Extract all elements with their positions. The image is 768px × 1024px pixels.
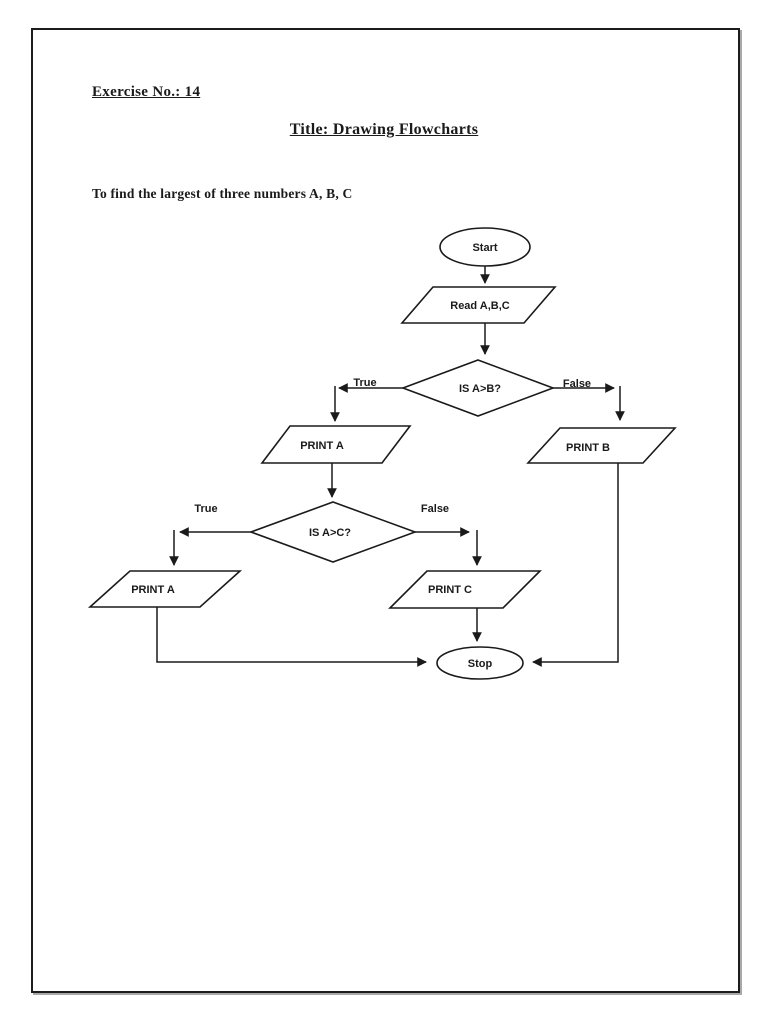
problem-statement: To find the largest of three numbers A, … bbox=[92, 186, 353, 201]
decision1-false-branch-label: False bbox=[563, 378, 591, 390]
decision2-true-branch-label: True bbox=[194, 503, 217, 515]
print-a-first-label: PRINT A bbox=[300, 440, 344, 452]
decision1-true-branch-label: True bbox=[353, 377, 376, 389]
exercise-heading: Exercise No.: 14 bbox=[92, 84, 201, 100]
print-c-io-shape bbox=[388, 570, 542, 609]
print-b-label: PRINT B bbox=[566, 442, 610, 454]
print-b-io-shape bbox=[526, 427, 677, 464]
connector-printb-to-stop bbox=[532, 463, 619, 667]
page-border-frame bbox=[31, 28, 740, 993]
decision1-label: IS A>B? bbox=[459, 383, 501, 395]
connector-printa2-to-stop bbox=[156, 607, 427, 667]
read-io-shape bbox=[400, 286, 557, 324]
decision2-diamond-shape bbox=[248, 501, 418, 563]
decision2-false-branch-label: False bbox=[421, 503, 449, 515]
print-a-second-label: PRINT A bbox=[131, 584, 175, 596]
print-a-second-io-shape bbox=[87, 570, 243, 608]
title-heading: Title: Drawing Flowcharts bbox=[289, 121, 479, 138]
title-heading-row: Title: Drawing Flowcharts bbox=[0, 121, 768, 139]
decision1-diamond-shape bbox=[400, 359, 556, 417]
stop-terminator-shape bbox=[436, 646, 524, 680]
stop-label: Stop bbox=[468, 658, 493, 670]
print-a-first-io-shape bbox=[260, 425, 412, 464]
start-label: Start bbox=[472, 242, 497, 254]
flowchart-nodes: Start Read A,B,C IS A>B? True False PRIN… bbox=[87, 227, 677, 680]
decision2-label: IS A>C? bbox=[309, 527, 351, 539]
start-terminator-shape bbox=[439, 227, 531, 267]
flowchart-connectors bbox=[156, 266, 625, 667]
read-label: Read A,B,C bbox=[450, 300, 510, 312]
print-c-label: PRINT C bbox=[428, 584, 472, 596]
